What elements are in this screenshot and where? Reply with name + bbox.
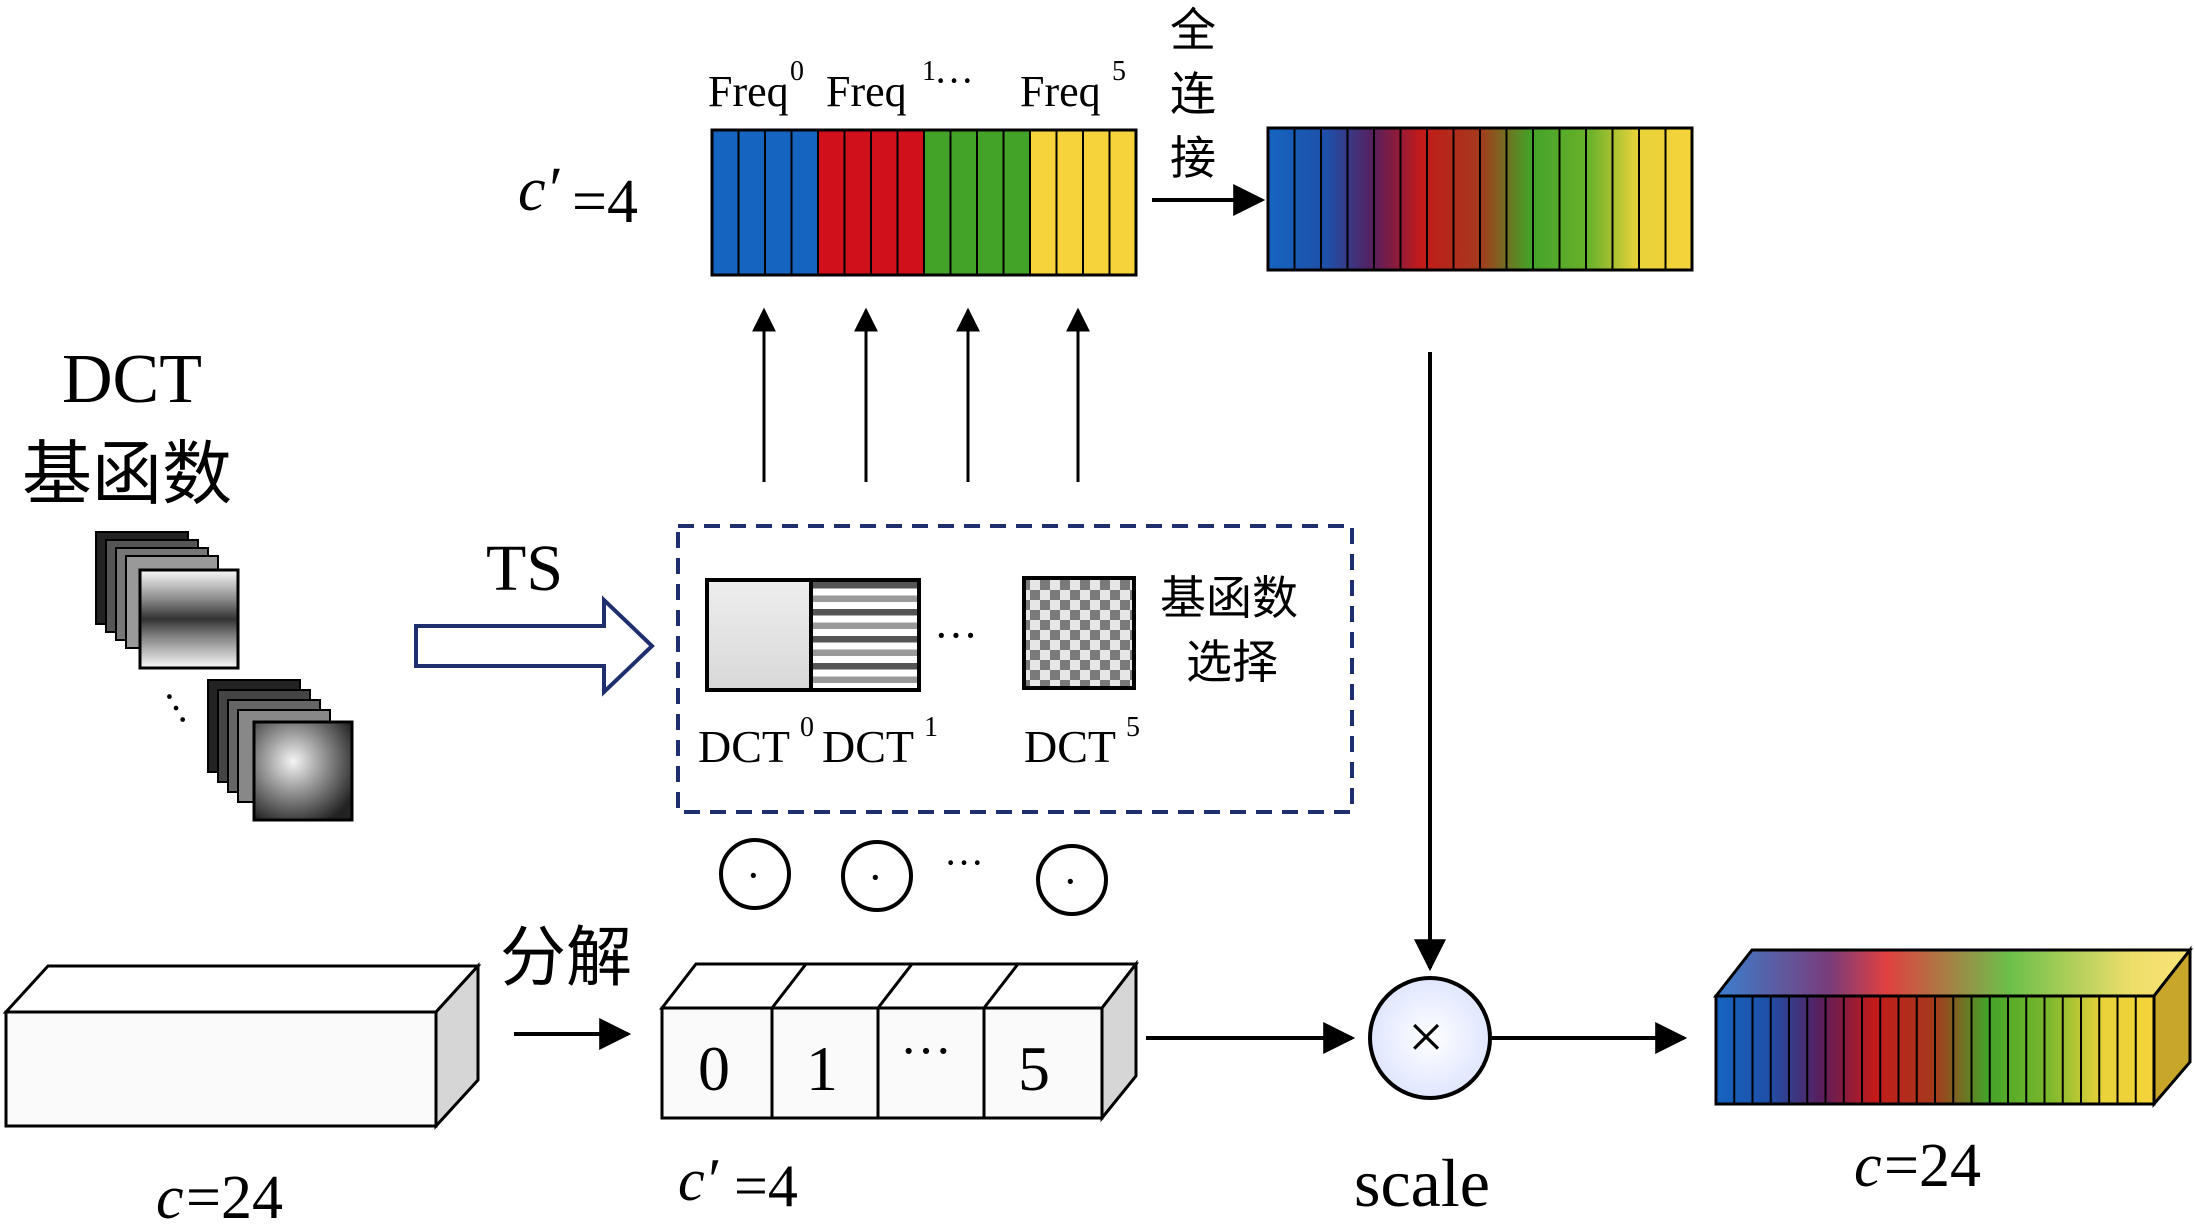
dct1-stripe (813, 622, 917, 629)
svg-text:c: c (1854, 1132, 1882, 1200)
svg-text:=24: =24 (1884, 1132, 1981, 1200)
split-cell-5: 5 (1018, 1033, 1050, 1104)
ts-hollow-arrow (414, 595, 655, 697)
freq-band-stripe (1029, 129, 1058, 276)
freq-band-stripe (923, 129, 952, 276)
dct1-stripe (813, 582, 917, 589)
dct-label-0: DCT 0 (698, 712, 814, 772)
dct-label-5: DCT 5 (1024, 712, 1140, 772)
svg-text:DCT: DCT (1024, 721, 1116, 772)
freq-band-stripe (976, 129, 1005, 276)
dot-operator-0: · (719, 838, 791, 910)
svg-text:c: c (156, 1164, 184, 1224)
dct-title-line1: DCT (62, 341, 202, 418)
svg-text:Freq: Freq (708, 67, 789, 116)
input-feature-block (2, 962, 482, 1130)
svg-text:Freq: Freq (1020, 67, 1101, 116)
svg-text:1: 1 (922, 56, 936, 87)
svg-text:c′: c′ (518, 156, 561, 224)
selection-caption-line1: 基函数 (1160, 571, 1298, 625)
dct1-stripe (813, 663, 917, 670)
freq-label-0: Freq 0 (708, 56, 804, 116)
freq-band-stripe (843, 129, 872, 276)
dct-basis-0 (705, 578, 813, 692)
svg-text:接: 接 (1170, 131, 1216, 185)
dct1-stripe (813, 636, 917, 643)
dot-operator-1: · (841, 840, 913, 912)
svg-text:=4: =4 (572, 168, 638, 236)
split-cell-0: 0 (698, 1033, 730, 1104)
dct-title-line2: 基函数 (22, 433, 232, 515)
freq-bands (710, 128, 1138, 277)
freq-band-stripe (711, 129, 740, 276)
dct1-stripe (813, 595, 917, 602)
freq-band-stripe (896, 129, 925, 276)
freq-band-stripe (1108, 129, 1137, 276)
scale-label: scale (1354, 1145, 1490, 1221)
dct1-stripe (813, 609, 917, 616)
freq-band-stripe (790, 129, 819, 276)
ts-label: TS (486, 532, 563, 605)
svg-text:·: · (1063, 857, 1078, 906)
freq-label-1: Freq 1 ··· (826, 56, 974, 116)
svg-text:DCT: DCT (698, 721, 790, 772)
svg-text:·: · (868, 853, 883, 902)
output-feature-block (1712, 945, 2194, 1109)
basis-ellipsis: ··· (934, 611, 978, 660)
svg-text:c′: c′ (678, 1147, 719, 1213)
svg-text:×: × (1408, 1001, 1444, 1072)
svg-text:0: 0 (790, 56, 804, 87)
fc-output-bar (1266, 126, 1694, 272)
svg-text:DCT: DCT (822, 721, 914, 772)
output-c-label: c =24 (1854, 1132, 1981, 1200)
dct-basis-5 (1022, 576, 1136, 690)
freq-band-stripe (870, 129, 899, 276)
svg-text:=4: =4 (734, 1153, 798, 1219)
svg-text:5: 5 (1112, 56, 1126, 87)
fc-label: 全 连 接 (1170, 3, 1216, 185)
split-block: 0 1 ··· 5 (658, 959, 1140, 1123)
freq-band-stripe (817, 129, 846, 276)
dct-basis-stack-top (95, 531, 240, 670)
c-prime-label-top: c′ =4 (518, 156, 638, 236)
split-cell-ellipsis: ··· (900, 1023, 952, 1080)
multiply-operator: × (1368, 976, 1492, 1100)
svg-text:连: 连 (1170, 67, 1216, 121)
freq-ellipsis: ··· (934, 58, 974, 103)
svg-text:0: 0 (800, 712, 814, 743)
dct1-stripe (813, 649, 917, 656)
svg-text:全: 全 (1170, 3, 1216, 57)
stack-dots: ··· (147, 679, 206, 736)
freq-band-stripe (1055, 129, 1084, 276)
svg-text:5: 5 (1126, 712, 1140, 743)
freq-band-stripe (949, 129, 978, 276)
svg-text:·: · (746, 851, 761, 900)
split-c-label: c′ =4 (678, 1147, 798, 1219)
freq-band-stripe (737, 129, 766, 276)
split-cell-1: 1 (806, 1033, 838, 1104)
selection-box (676, 524, 1354, 814)
dot-ellipsis: ··· (944, 840, 984, 885)
freq-band-stripe (764, 129, 793, 276)
dct1-stripe (813, 676, 917, 683)
dct-basis-1 (809, 578, 921, 692)
freq-label-5: Freq 5 (1020, 56, 1126, 116)
dct-basis-stack-bottom (207, 679, 354, 822)
svg-text:1: 1 (924, 712, 938, 743)
input-c-label: c =24 (156, 1164, 283, 1229)
dot-operator-5: · (1036, 844, 1108, 916)
svg-text:=24: =24 (186, 1164, 283, 1224)
selection-caption-line2: 选择 (1186, 635, 1278, 689)
freq-band-stripe (1082, 129, 1111, 276)
svg-text:Freq: Freq (826, 67, 907, 116)
split-label: 分解 (500, 919, 632, 996)
dct-label-1: DCT 1 (822, 712, 938, 772)
freq-band-stripe (1002, 129, 1031, 276)
